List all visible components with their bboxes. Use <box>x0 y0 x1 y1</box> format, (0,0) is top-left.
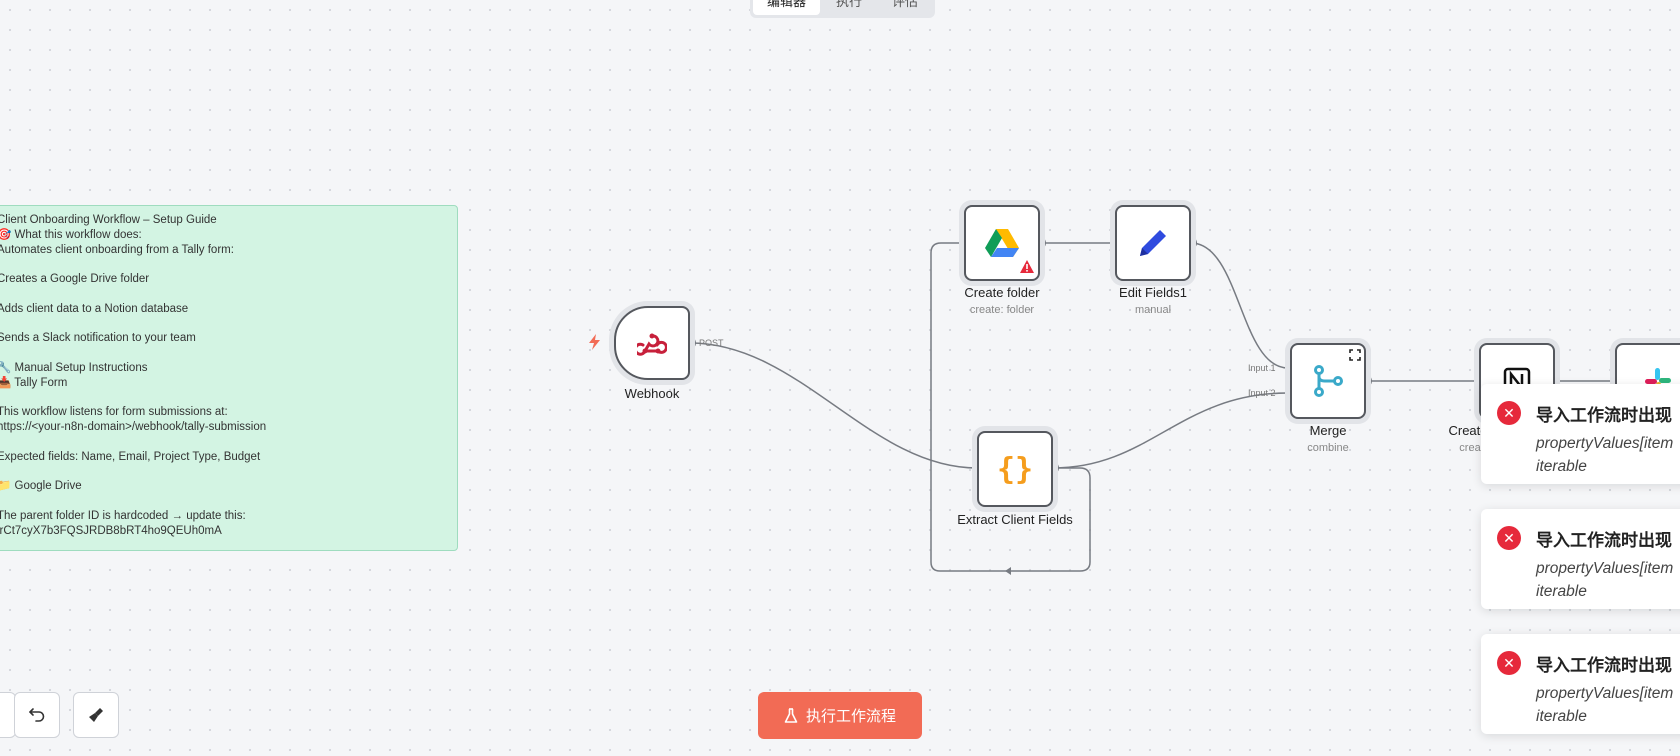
warning-icon[interactable] <box>1020 260 1034 273</box>
node-label-create-folder: Create folder <box>964 285 1040 300</box>
toast-title: 导入工作流时出现 <box>1536 531 1672 550</box>
error-icon: ✕ <box>1497 651 1521 675</box>
toast-message-line: iterable <box>1536 708 1587 725</box>
error-icon: ✕ <box>1497 526 1521 550</box>
node-edit-fields[interactable] <box>1115 205 1191 281</box>
sticky-line: 📥 Tally Form <box>0 376 68 389</box>
sticky-line: Sends a Slack notification to your team <box>0 332 196 345</box>
node-webhook[interactable] <box>614 306 690 380</box>
tab-executions[interactable]: 执行 <box>836 0 863 9</box>
node-sub-edit-fields: manual <box>1134 304 1172 316</box>
expand-icon[interactable] <box>1349 349 1361 361</box>
node-sub-create-notion: crea <box>1459 442 1481 454</box>
webhook-icon <box>637 333 667 356</box>
sticky-line: Automates client onboarding from a Tally… <box>0 243 234 256</box>
wire-editfields-merge[interactable] <box>1190 242 1289 369</box>
node-sub-create-folder: create: folder <box>969 304 1035 316</box>
tidy-up-button[interactable] <box>73 692 119 738</box>
editfields-input-port[interactable] <box>1112 237 1117 249</box>
flask-icon <box>784 707 798 723</box>
sticky-line: lrCt7cyX7b3FQSJRDB8bRT4ho9QEUh0mA <box>0 524 222 537</box>
google-drive-icon <box>985 229 1019 257</box>
broom-icon <box>89 708 103 722</box>
node-label-edit-fields: Edit Fields1 <box>1119 285 1187 300</box>
sticky-note-setup-guide[interactable]: Client Onboarding Workflow – Setup Guide… <box>0 205 458 551</box>
toast-message-line: propertyValues[item <box>1536 560 1674 577</box>
node-label-webhook: Webhook <box>624 386 680 401</box>
sticky-line: 📁 Google Drive <box>0 480 82 493</box>
error-toast[interactable]: ✕ 导入工作流时出现 propertyValues[item iterable <box>1481 634 1680 734</box>
node-label-create-notion: Create <box>1448 423 1488 438</box>
sticky-line: Expected fields: Name, Email, Project Ty… <box>0 450 261 463</box>
extract-input-port[interactable] <box>974 462 979 474</box>
trigger-bolt-icon <box>589 334 600 350</box>
sticky-line: The parent folder ID is hardcoded → upda… <box>0 509 246 522</box>
tab-editor[interactable]: 编辑器 <box>753 0 821 15</box>
toast-message: propertyValues[item iterable <box>1536 682 1673 728</box>
wire-arrow <box>1005 567 1011 575</box>
merge-input1-port[interactable] <box>1287 362 1292 374</box>
node-sub-merge: combine <box>1307 442 1349 454</box>
sticky-line: Creates a Google Drive folder <box>0 273 150 286</box>
error-toast[interactable]: ✕ 导入工作流时出现 propertyValues[item iterable <box>1481 384 1680 484</box>
toast-message-line: iterable <box>1536 583 1587 600</box>
undo-button[interactable] <box>14 692 60 738</box>
undo-icon <box>29 708 45 722</box>
sticky-line: This workflow listens for form submissio… <box>0 406 228 419</box>
webhook-port-label: POST <box>699 338 724 348</box>
sticky-line: https://<your-n8n-domain>/webhook/tally-… <box>0 421 267 434</box>
toast-message-line: iterable <box>1536 458 1587 475</box>
toast-title: 导入工作流时出现 <box>1536 656 1672 675</box>
toast-message-line: propertyValues[item <box>1536 435 1674 452</box>
sticky-line: Client Onboarding Workflow – Setup Guide <box>0 214 217 226</box>
merge-input2-label: Input 2 <box>1248 388 1276 398</box>
sticky-line: 🔧 Manual Setup Instructions <box>0 361 148 374</box>
toast-message: propertyValues[item iterable <box>1536 432 1673 478</box>
node-label-extract-client-fields: Extract Client Fields <box>957 512 1073 527</box>
code-braces-icon: {} <box>996 451 1034 487</box>
merge-input1-label: Input 1 <box>1248 363 1276 373</box>
node-merge[interactable] <box>1290 343 1366 419</box>
tab-evaluations[interactable]: 评估 <box>892 0 919 9</box>
merge-input2-port[interactable] <box>1287 387 1292 399</box>
wire-webhook-extract[interactable] <box>689 342 978 469</box>
node-label-merge: Merge <box>1309 423 1347 438</box>
execute-workflow-button[interactable]: 执行工作流程 <box>758 692 922 739</box>
error-toast[interactable]: ✕ 导入工作流时出现 propertyValues[item iterable <box>1481 509 1680 609</box>
wire-extract-merge[interactable] <box>1052 392 1289 469</box>
toast-message-line: propertyValues[item <box>1536 685 1674 702</box>
sticky-line: 🎯 What this workflow does: <box>0 228 142 241</box>
toast-title: 导入工作流时出现 <box>1536 406 1672 425</box>
toast-message: propertyValues[item iterable <box>1536 557 1673 603</box>
execute-workflow-label: 执行工作流程 <box>805 708 896 725</box>
pencil-icon <box>1140 230 1166 256</box>
node-extract-client-fields[interactable]: {} <box>977 431 1053 507</box>
merge-icon <box>1314 365 1343 397</box>
node-create-folder[interactable] <box>964 205 1040 281</box>
sticky-line: Adds client data to a Notion database <box>0 302 189 315</box>
view-tabs: 编辑器 执行 评估 <box>750 0 936 18</box>
error-icon: ✕ <box>1497 401 1521 425</box>
